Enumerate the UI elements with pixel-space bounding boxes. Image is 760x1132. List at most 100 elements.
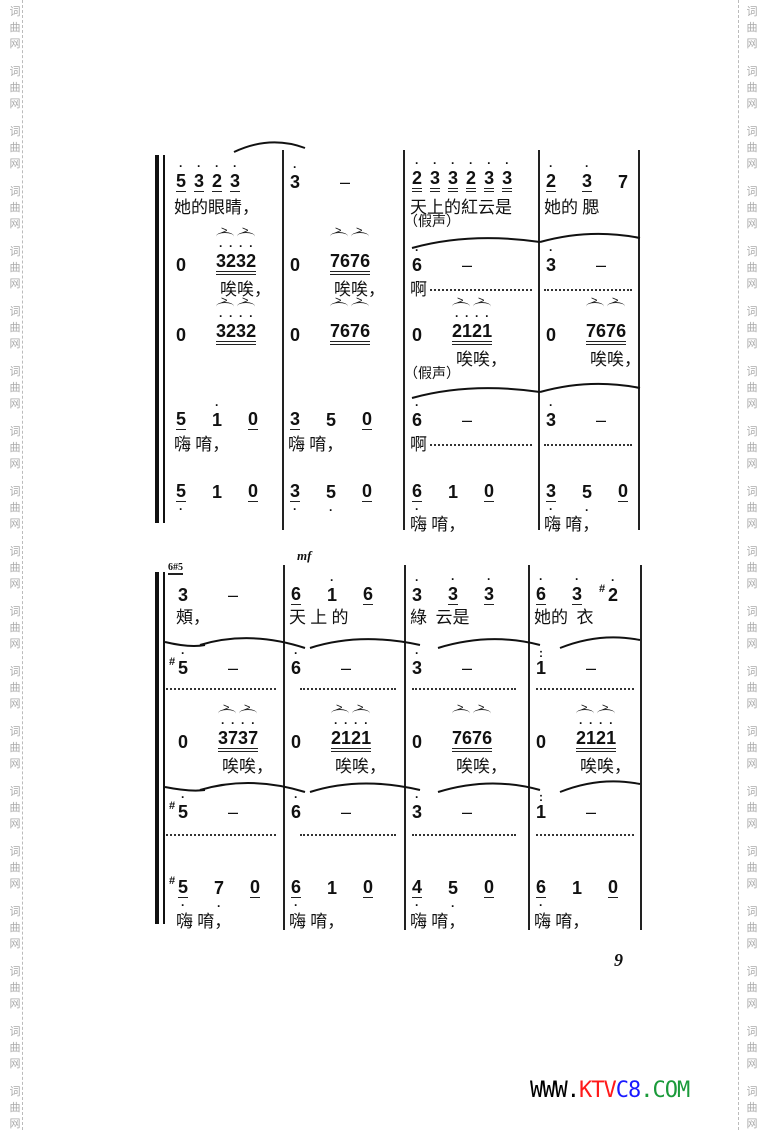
note: 7· — [248, 716, 259, 748]
measure: 3·3·3· — [404, 571, 528, 605]
note: 3· — [238, 716, 249, 748]
low-dot: · — [179, 502, 183, 516]
high-dot: · — [219, 309, 224, 323]
high-dot: · — [451, 156, 456, 170]
watermark-text: 词 曲 网 — [9, 605, 21, 650]
watermark-text: 词 曲 网 — [9, 785, 21, 830]
watermark-text: 词 曲 网 — [9, 665, 21, 710]
melisma-dots — [412, 688, 516, 690]
lyric: 唉唉， — [590, 350, 641, 369]
note: 6· — [291, 790, 302, 822]
slur — [239, 709, 258, 718]
slur — [216, 232, 235, 241]
accent-mark: > — [602, 702, 609, 714]
note: 1· — [327, 573, 338, 605]
accent-mark: > — [356, 225, 363, 237]
barline — [638, 150, 640, 530]
accent-mark: > — [457, 702, 464, 714]
note: 0 — [248, 481, 259, 502]
low-dot: · — [329, 503, 334, 517]
dash-extension: – — [341, 802, 352, 822]
watermark-text: 词 曲 网 — [9, 365, 21, 410]
high-dot: · — [294, 646, 298, 660]
note: 2· — [472, 309, 483, 341]
high-dot: · — [611, 573, 616, 587]
watermark-text: 词 曲 网 — [746, 965, 758, 1010]
note: 1· — [606, 716, 617, 748]
note: 3· — [412, 790, 423, 822]
note: 0 — [176, 325, 187, 345]
note: 6 — [291, 584, 302, 605]
barline — [404, 565, 406, 930]
watermark-text: 词 曲 网 — [746, 365, 758, 410]
slur — [237, 302, 256, 311]
watermark-text: 词 曲 网 — [9, 725, 21, 770]
system1-bracket-inner — [163, 155, 165, 523]
note: 2· — [351, 716, 362, 748]
note: 7 — [618, 172, 629, 192]
note: 6 — [462, 728, 473, 748]
slur — [452, 709, 471, 718]
measure: 5·3·2·3· — [168, 158, 282, 192]
slur — [330, 232, 349, 241]
note: 6 — [363, 584, 374, 605]
watermark-text: 词 曲 网 — [9, 965, 21, 1010]
note: 1 — [572, 878, 583, 898]
measure: 3– — [170, 571, 283, 605]
high-dot: · — [229, 239, 234, 253]
high-dot: · — [239, 239, 244, 253]
logo-part: C8 — [615, 1078, 641, 1103]
lyric: 天上的紅云是 — [410, 198, 512, 217]
low-dot: · — [539, 898, 543, 912]
system2-bracket — [155, 572, 159, 924]
high-dot: · — [249, 309, 254, 323]
note: 2· — [452, 309, 463, 341]
watermark-text: 词 曲 网 — [9, 905, 21, 950]
high-dot: · — [364, 716, 369, 730]
measure: 3·5·0 — [282, 468, 404, 517]
low-dot: · — [217, 899, 222, 913]
high-dot: · — [485, 309, 490, 323]
note: 3 — [178, 585, 189, 605]
high-dot: · — [415, 243, 419, 257]
melisma-dots — [166, 688, 276, 690]
accent-mark: > — [223, 702, 230, 714]
high-dot: · — [455, 309, 460, 323]
lyric: 嗨 唷， — [174, 435, 230, 454]
high-dot: · — [181, 646, 185, 660]
high-dot: · — [415, 156, 419, 170]
lyric: 嗨 唷， — [288, 435, 344, 454]
note-group: 2·1·2·1·>> — [331, 702, 372, 752]
high-dot: · — [579, 716, 584, 730]
high-dot: · — [251, 716, 256, 730]
note: 6 — [616, 321, 627, 341]
lyric: 唉唉， — [456, 350, 507, 369]
slur — [607, 302, 626, 311]
falsetto-note: （假声） — [404, 215, 460, 230]
sharp-sign: # — [599, 583, 606, 595]
measure: 3·– — [538, 396, 640, 430]
melisma-dots — [536, 688, 634, 690]
note: 0 — [178, 732, 189, 752]
lyric: 唉唉， — [456, 757, 507, 776]
note: 5 — [176, 409, 187, 430]
accent-mark: > — [221, 225, 228, 237]
note: 5· — [326, 482, 337, 517]
note: 2· — [212, 159, 223, 192]
logo-part: KTV — [578, 1078, 617, 1103]
measure: 6·3·2#· — [528, 571, 640, 605]
note: 3· — [230, 159, 241, 192]
high-dot: · — [179, 159, 183, 173]
note: 6 — [482, 728, 493, 748]
low-dot: · — [451, 899, 456, 913]
high-dot: · — [293, 160, 297, 174]
note: 3· — [448, 572, 459, 605]
high-dot: : — [539, 790, 543, 804]
slur — [473, 302, 492, 311]
barline — [528, 565, 530, 930]
